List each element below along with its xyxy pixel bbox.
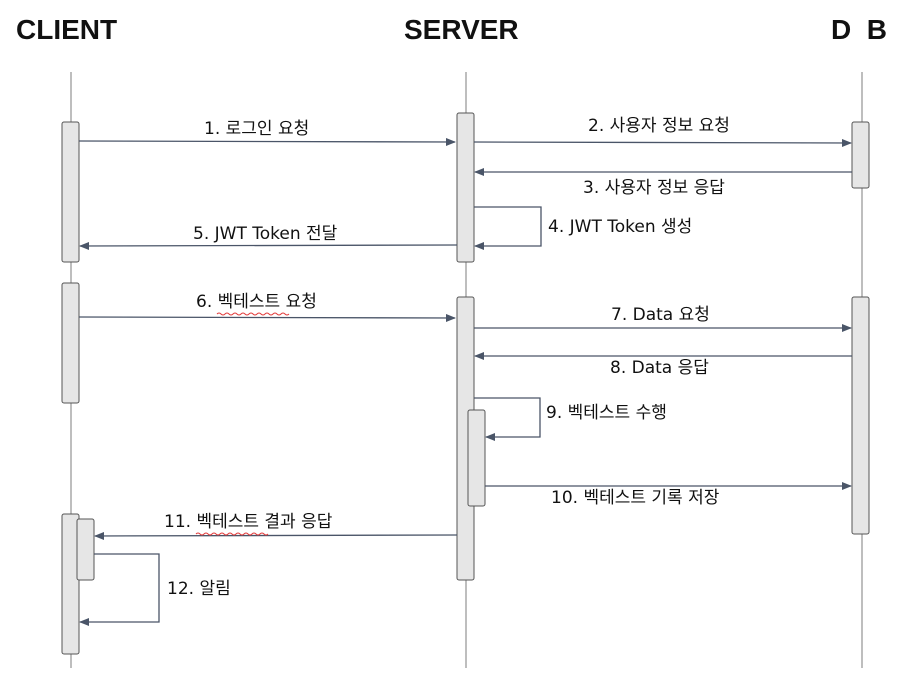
actor-db-label: D B [831,14,887,45]
activation-client-2 [61,282,80,404]
arrow-6-backtest-request [78,313,456,322]
label-m8: 8. Data 응답 [610,358,709,378]
activation-db-1 [851,121,870,189]
label-m10: 10. 벡테스트 기록 저장 [551,488,720,508]
label-m12: 12. 알림 [167,579,231,599]
label-m3: 3. 사용자 정보 응답 [583,178,725,198]
activation-server-1 [456,112,475,263]
arrow-11-backtest-result-response [94,531,458,540]
spellcheck-underline-m11 [195,532,269,536]
arrow-4-jwt-create [474,206,542,250]
label-m11: 11. 벡테스트 결과 응답 [164,512,333,532]
activation-client-1 [61,121,80,263]
activation-server-nested [467,409,486,507]
arrow-2-user-info-request [473,138,852,147]
label-m5: 5. JWT Token 전달 [193,224,338,244]
actor-server-label: SERVER [404,14,519,45]
arrow-1-login-request [78,137,456,146]
actor-client-label: CLIENT [16,14,118,45]
label-m2: 2. 사용자 정보 요청 [588,116,730,136]
arrow-5-jwt-deliver [79,241,458,250]
activation-db-2 [851,296,870,535]
label-m6: 6. 벡테스트 요청 [196,292,317,312]
label-m1: 1. 로그인 요청 [204,119,309,139]
label-m9: 9. 벡테스트 수행 [546,403,667,423]
label-m4: 4. JWT Token 생성 [548,217,692,237]
arrow-9-backtest-run [474,397,541,441]
activation-client-3 [61,513,80,655]
arrow-12-notify [79,553,160,626]
activation-client-nested [76,518,95,581]
spellcheck-underline-m6 [216,312,290,316]
label-m7: 7. Data 요청 [611,305,710,325]
